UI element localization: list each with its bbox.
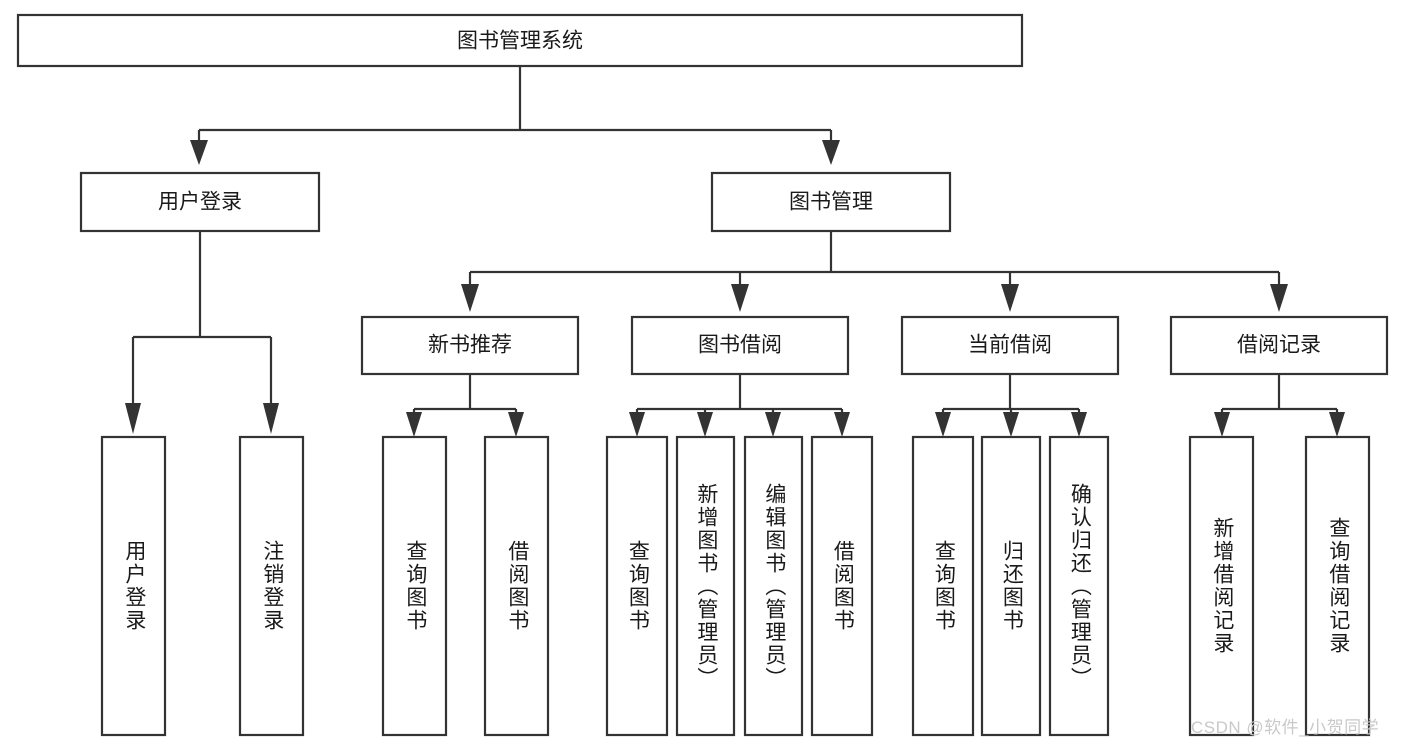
node-borrow-record-label: 借阅记录 [1237,334,1321,357]
node-root[interactable]: 图书管理系统 [16,13,1024,68]
leaf-box-borrow-book-nbr[interactable] [483,435,550,737]
leaf-box-confirm-return-admin[interactable] [1048,435,1110,737]
node-book-manage-label: 图书管理 [789,191,873,214]
node-user-login-label: 用户登录 [158,191,242,214]
node-current-borrow-label: 当前借阅 [968,334,1052,357]
leaf-box-borrow-book-bb[interactable] [810,435,874,737]
node-book-borrow-label: 图书借阅 [698,334,782,357]
node-book-manage[interactable]: 图书管理 [710,171,952,233]
arrow-bm-to-new-book [461,284,479,312]
leaf-box-return-book[interactable] [980,435,1042,737]
node-new-book-recommend[interactable]: 新书推荐 [360,315,580,376]
arrow-bm-to-book-borrow [731,284,749,312]
node-book-borrow-box [630,315,850,376]
leaf-box-query-borrow-record[interactable] [1304,435,1371,737]
arrow-user-login-to-logout [263,403,279,434]
leaf-box-edit-book-admin[interactable] [743,435,804,737]
arrow-root-to-book-manage [822,140,840,165]
arrow-nbr-to-leaf-2 [508,412,524,437]
node-root-box [16,13,1024,68]
arrow-user-login-to-login [125,403,141,434]
arrow-bb-to-leaf-3 [765,412,781,437]
arrow-nbr-to-leaf-1 [406,412,422,437]
leaf-box-add-book-admin[interactable] [675,435,736,737]
csdn-watermark: CSDN @软件_小贺同学 [1191,718,1380,737]
leaf-box-logout[interactable] [238,435,305,737]
node-root-label: 图书管理系统 [457,30,583,53]
node-new-book-recommend-box [360,315,580,376]
arrow-bm-to-current-borrow [1001,284,1019,312]
arrow-root-to-user-login [190,140,208,165]
arrow-bb-to-leaf-2 [697,412,713,437]
node-current-borrow-box [900,315,1120,376]
node-borrow-record-box [1169,315,1389,376]
node-book-borrow[interactable]: 图书借阅 [630,315,850,376]
leaf-box-add-borrow-record[interactable] [1188,435,1255,737]
node-current-borrow[interactable]: 当前借阅 [900,315,1120,376]
leaf-box-query-book-cb[interactable] [911,435,975,737]
arrow-cb-to-leaf-1 [935,412,951,437]
arrow-cb-to-leaf-3 [1071,412,1087,437]
arrow-cb-to-leaf-2 [1003,412,1019,437]
arrow-bb-to-leaf-4 [834,412,850,437]
leaf-box-query-book-nbr[interactable] [381,435,448,737]
leaf-box-user-login[interactable] [100,435,167,737]
leaf-box-query-book-bb[interactable] [605,435,669,737]
arrow-bb-to-leaf-1 [629,412,645,437]
node-user-login[interactable]: 用户登录 [79,171,321,233]
arrow-bm-to-borrow-record [1270,284,1288,312]
arrow-br-to-leaf-1 [1214,412,1230,437]
arrow-br-to-leaf-2 [1329,412,1345,437]
node-book-manage-box [710,171,952,233]
node-new-book-recommend-label: 新书推荐 [428,334,512,357]
node-borrow-record[interactable]: 借阅记录 [1169,315,1389,376]
